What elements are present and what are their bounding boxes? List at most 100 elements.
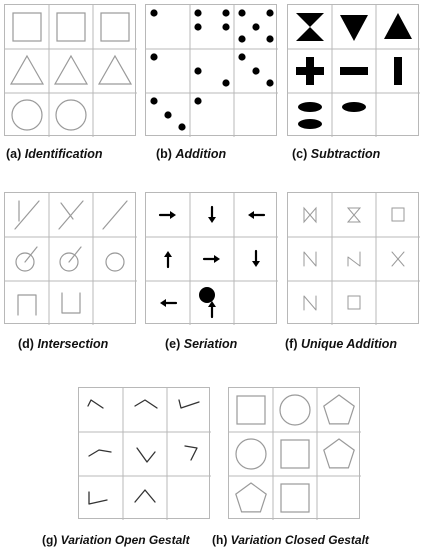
caption-tag: (c) xyxy=(292,147,308,161)
caption-name: Variation Open Gestalt xyxy=(60,533,190,547)
matrix-cell-hourglass-o xyxy=(346,207,362,223)
caption-name: Unique Addition xyxy=(300,337,398,351)
matrix-cell-u-open-down xyxy=(17,294,37,316)
caption-name: Seriation xyxy=(183,337,238,351)
matrix-cell-square xyxy=(100,12,130,42)
matrix-cell-dots1 xyxy=(150,53,158,61)
matrix-svg-g xyxy=(79,388,211,520)
matrix-cell-circle-small xyxy=(105,252,125,272)
matrix-cell-angle3 xyxy=(178,399,200,409)
matrix-cell-triangle xyxy=(9,54,45,85)
matrix-grid-d xyxy=(4,192,137,325)
matrix-cell-arrow-up-dot xyxy=(199,287,216,319)
caption-g: (g) Variation Open Gestalt xyxy=(42,533,190,547)
caption-h: (h) Variation Closed Gestalt xyxy=(212,533,369,547)
caption-name: Addition xyxy=(175,147,227,161)
matrix-grid-b xyxy=(145,4,278,137)
matrix-cell-square xyxy=(280,483,310,513)
caption-b: (b) Addition xyxy=(156,147,226,161)
matrix-cell-hourglass xyxy=(296,13,324,41)
matrix-cell-circle xyxy=(235,438,267,470)
matrix-svg-e xyxy=(146,193,278,325)
matrix-svg-h xyxy=(229,388,361,520)
caption-tag: (f) xyxy=(285,337,298,351)
caption-f: (f) Unique Addition xyxy=(285,337,397,351)
matrix-svg-c xyxy=(288,5,420,137)
matrix-svg-f xyxy=(288,193,420,325)
caption-tag: (d) xyxy=(18,337,34,351)
matrix-grid-g xyxy=(78,387,211,520)
matrix-cell-tri-up xyxy=(384,13,412,39)
matrix-cell-dots2 xyxy=(194,67,230,87)
caption-name: Subtraction xyxy=(310,147,381,161)
matrix-cell-arrow-down xyxy=(208,205,216,223)
matrix-svg-b xyxy=(146,5,278,137)
caption-tag: (h) xyxy=(212,533,228,547)
matrix-cell-angle4 xyxy=(88,449,112,457)
matrix-cell-arrow-up xyxy=(164,251,172,269)
caption-name: Variation Closed Gestalt xyxy=(230,533,369,547)
matrix-cell-circle xyxy=(55,99,87,131)
matrix-cell-plus xyxy=(296,57,324,85)
matrix-cell-triangle xyxy=(53,54,89,85)
matrix-cell-circle-slash xyxy=(15,246,38,272)
matrix-grid-h xyxy=(228,387,361,520)
matrix-cell-bowtie-h xyxy=(303,206,317,224)
caption-tag: (e) xyxy=(165,337,181,351)
matrix-cell-small-square xyxy=(347,295,361,310)
matrix-cell-slash xyxy=(102,200,128,230)
matrix-cell-circle xyxy=(11,99,43,131)
caption-tag: (a) xyxy=(6,147,22,161)
matrix-cell-x-small xyxy=(391,251,405,267)
matrix-cell-square xyxy=(56,12,86,42)
matrix-cell-angle7 xyxy=(88,491,108,505)
matrix-grid-f xyxy=(287,192,420,325)
matrix-cell-angle6 xyxy=(184,445,198,461)
grid-lines xyxy=(5,5,137,137)
caption-a: (a) Identification xyxy=(6,147,103,161)
matrix-cell-square xyxy=(12,12,42,42)
matrix-cell-triangle xyxy=(97,54,133,85)
matrix-cell-slash-x xyxy=(58,200,84,230)
matrix-cell-arrow-right xyxy=(202,255,220,263)
matrix-cell-square xyxy=(236,395,266,425)
matrix-cell-dots3 xyxy=(238,53,274,87)
matrix-svg-d xyxy=(5,193,137,325)
matrix-cell-angle5 xyxy=(136,447,156,463)
grid-lines xyxy=(288,5,420,137)
grid-lines xyxy=(288,193,420,325)
matrix-cell-tri-down xyxy=(340,15,368,41)
matrix-cell-angle8 xyxy=(134,489,156,503)
caption-tag: (g) xyxy=(42,533,58,547)
grid-lines xyxy=(146,193,278,325)
caption-e: (e) Seriation xyxy=(165,337,237,351)
matrix-cell-dots5 xyxy=(238,9,274,43)
matrix-grid-a xyxy=(4,4,137,137)
matrix-cell-angle2 xyxy=(134,399,158,409)
matrix-cell-pentagon xyxy=(323,438,355,469)
matrix-cell-arrow-left xyxy=(160,299,178,307)
matrix-cell-n-shape-tick xyxy=(347,251,361,267)
caption-c: (c) Subtraction xyxy=(292,147,380,161)
matrix-cell-dots4 xyxy=(194,9,230,31)
matrix-cell-n-shape xyxy=(303,251,317,267)
matrix-cell-ellipse2 xyxy=(298,102,322,129)
matrix-cell-arrow-down xyxy=(252,249,260,267)
matrix-cell-slash-tick xyxy=(14,200,40,230)
matrix-cell-small-square xyxy=(391,207,405,222)
caption-name: Intersection xyxy=(37,337,109,351)
matrix-cell-square xyxy=(280,439,310,469)
matrix-cell-pentagon xyxy=(323,394,355,425)
matrix-cell-dots1 xyxy=(194,97,202,105)
matrix-cell-arrow-left xyxy=(248,211,266,219)
caption-tag: (b) xyxy=(156,147,172,161)
grid-lines xyxy=(5,193,137,325)
matrix-cell-dots1 xyxy=(150,9,158,17)
matrix-cell-angle1 xyxy=(87,399,104,409)
matrix-cell-n-shape xyxy=(303,295,317,311)
matrix-cell-u-open-up xyxy=(61,292,81,314)
grid-lines xyxy=(79,388,211,520)
grid-lines xyxy=(229,388,361,520)
matrix-cell-bar xyxy=(394,57,402,85)
grid-lines xyxy=(146,5,278,137)
